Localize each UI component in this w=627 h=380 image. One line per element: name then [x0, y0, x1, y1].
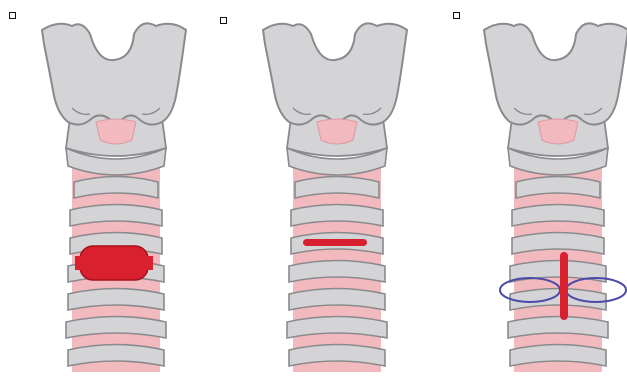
trachea-illustration — [418, 0, 627, 380]
window-incision — [80, 246, 148, 280]
horizontal-incision — [303, 239, 367, 246]
incision-edge-right — [147, 256, 153, 270]
square-marker-icon — [453, 12, 460, 19]
diagram-panel-3 — [418, 0, 627, 380]
square-marker-icon — [9, 12, 16, 19]
square-marker-icon — [220, 17, 227, 24]
incision-edge-left — [75, 256, 81, 270]
diagram-panel-2 — [209, 0, 418, 380]
vertical-incision — [560, 252, 568, 320]
diagram-panel-1 — [0, 0, 209, 380]
trachea-illustration — [0, 0, 209, 380]
trachea-illustration — [209, 0, 418, 380]
